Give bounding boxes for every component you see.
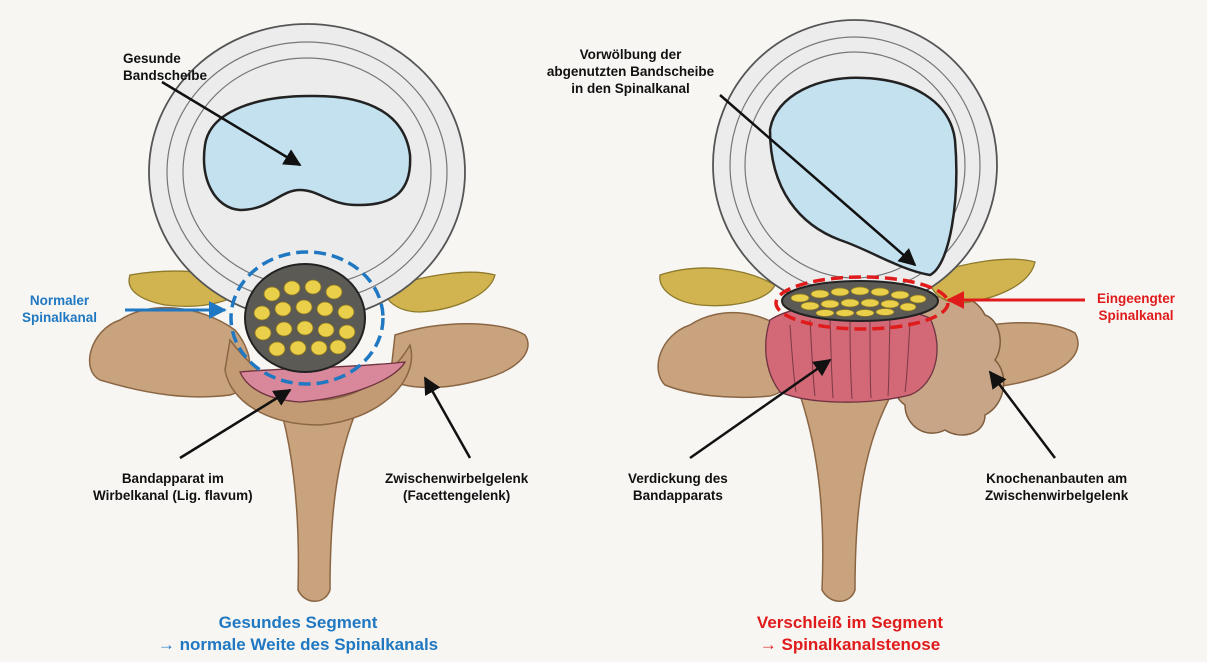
- arrow-facet-left: [425, 378, 470, 458]
- label-ligament: Bandapparat im Wirbelkanal (Lig. flavum): [93, 470, 253, 504]
- stenosis-vertebra: [658, 20, 1078, 601]
- arrow-osteophyte-right: [990, 372, 1055, 458]
- label-normal-canal: Normaler Spinalkanal: [22, 292, 97, 326]
- label-healthy-disc: Gesunde Bandscheibe: [123, 50, 207, 84]
- label-narrowed-canal: Eingeengter Spinalkanal: [1097, 290, 1175, 324]
- spinous-process-right: [800, 395, 890, 601]
- arrow-ligament-left: [180, 390, 290, 458]
- label-disc-bulge: Vorwölbung der abgenutzten Bandscheibe i…: [538, 46, 723, 97]
- caption-stenosis: Verschleiß im Segment → Spinalkanalsteno…: [685, 612, 1015, 656]
- facet-joint-right-l: [660, 268, 775, 306]
- caption-healthy: Gesundes Segment → normale Weite des Spi…: [118, 612, 478, 656]
- label-facet-joint: Zwischenwirbelgelenk (Facettengelenk): [385, 470, 528, 504]
- label-osteophytes: Knochenanbauten am Zwischenwirbelgelenk: [985, 470, 1128, 504]
- label-ligament-thickening: Verdickung des Bandapparats: [628, 470, 728, 504]
- transverse-process-left-l: [90, 308, 250, 397]
- healthy-vertebra: [90, 24, 528, 601]
